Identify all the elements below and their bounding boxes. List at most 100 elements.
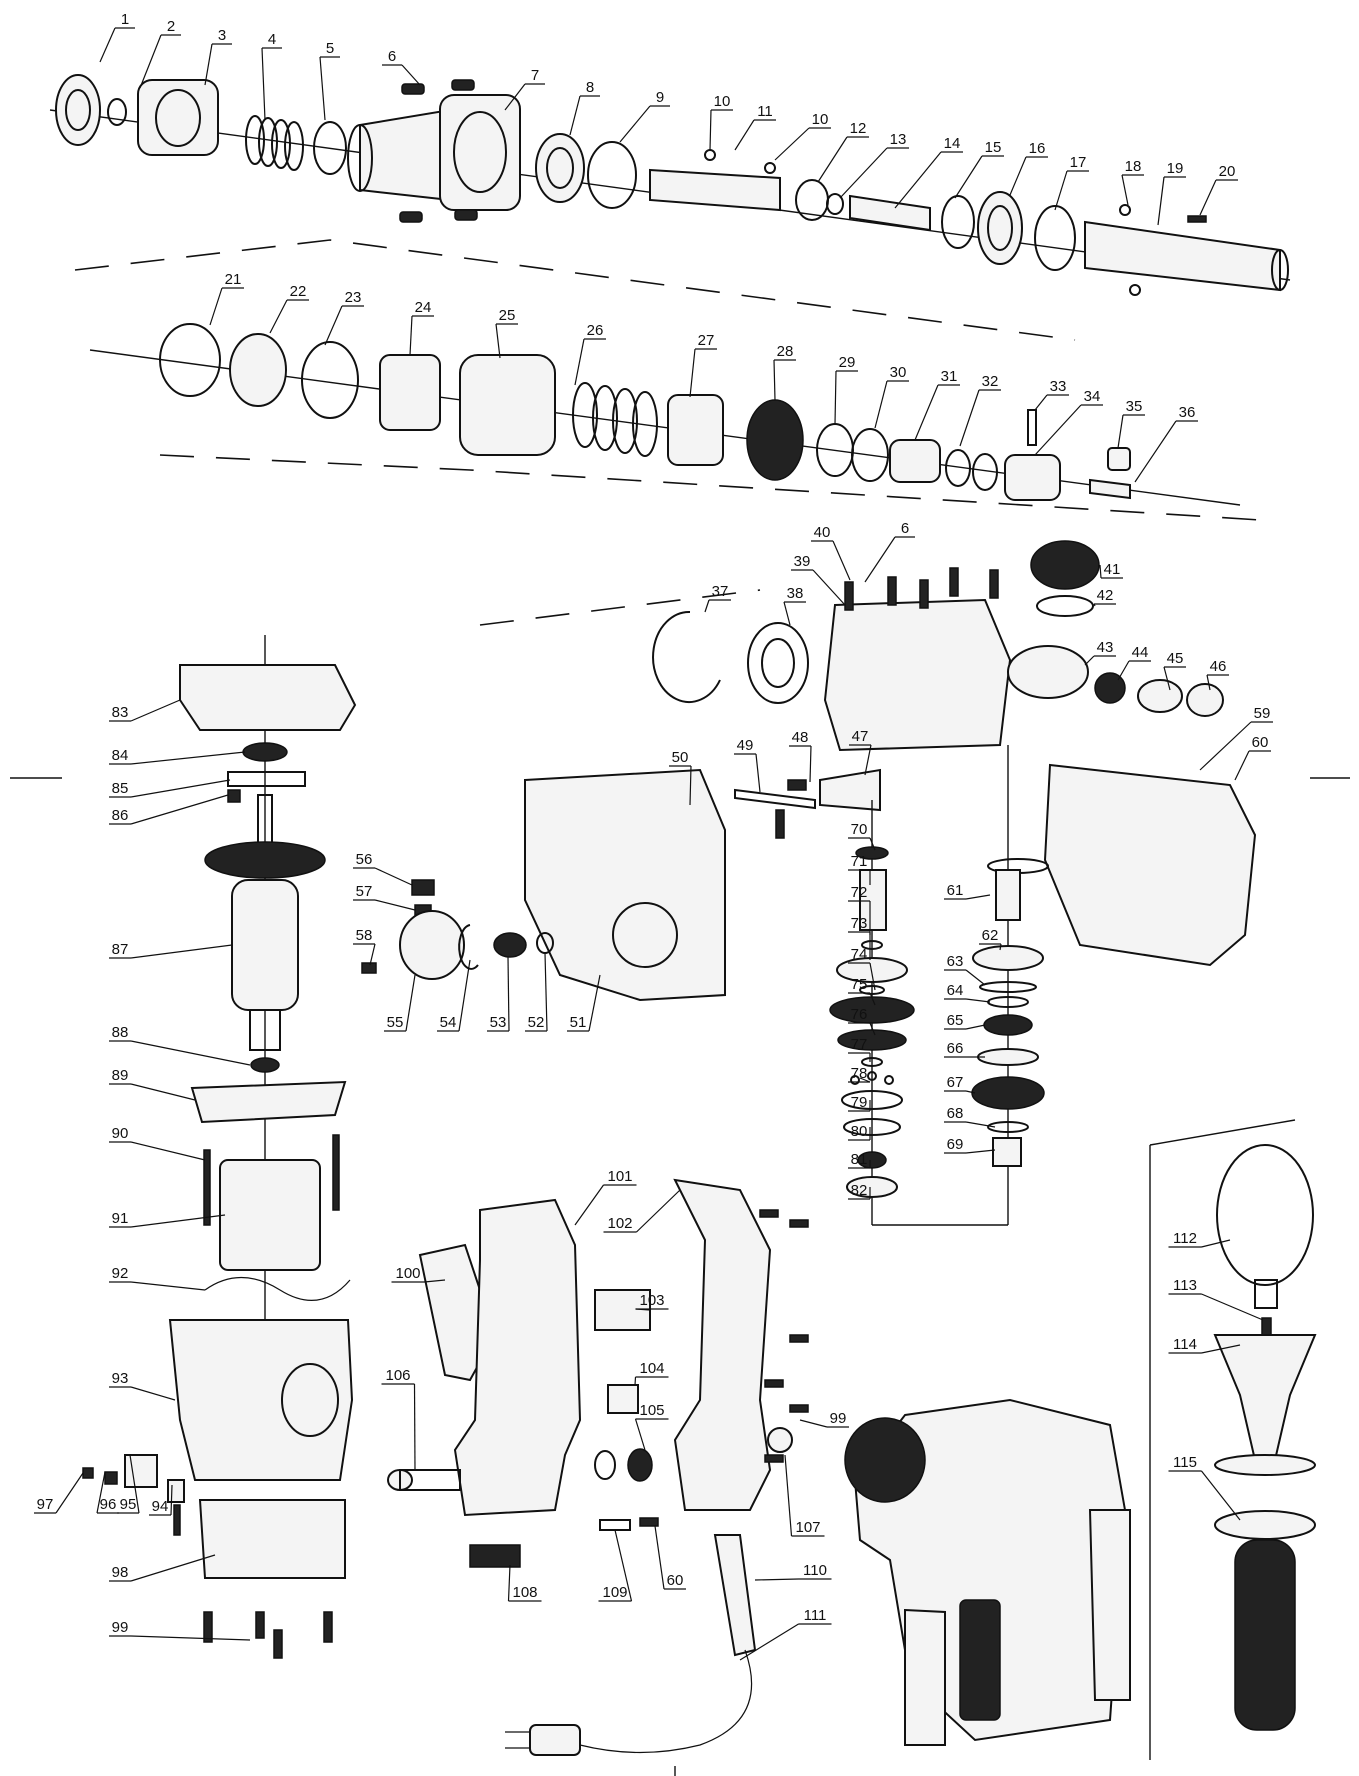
part-label-26: 26 — [587, 322, 604, 339]
part-label-13: 13 — [890, 131, 907, 148]
part-90-screw-b — [332, 1134, 340, 1211]
part-115-grip-top — [1214, 1510, 1316, 1540]
part-99-screws-bottom — [203, 1611, 333, 1659]
leader-line-112 — [1201, 1239, 1231, 1248]
leader-line-27 — [689, 348, 696, 398]
part-label-96: 96 — [100, 1496, 117, 1513]
leader-line-8 — [569, 95, 581, 136]
part-84-bearing — [242, 742, 288, 762]
part-label-106: 106 — [385, 1367, 410, 1384]
part-99-screws-handle — [759, 1209, 809, 1463]
part-label-115: 115 — [1173, 1454, 1197, 1471]
gearbox-group — [652, 540, 1257, 967]
leader-line-110 — [754, 1578, 799, 1581]
leader-line-98 — [130, 1554, 216, 1582]
leader-line-91 — [130, 1214, 226, 1228]
part-41-cap — [1030, 540, 1100, 590]
leader-line-64 — [965, 998, 991, 1003]
part-label-113: 113 — [1173, 1277, 1197, 1294]
leader-line-76 — [869, 1022, 876, 1036]
part-88-bearing — [250, 1057, 280, 1073]
part-label-83: 83 — [112, 704, 129, 721]
part-38-bearing — [747, 622, 809, 704]
part-55-knob — [399, 910, 465, 980]
part-4-spring — [245, 115, 304, 171]
leader-line-109 — [614, 1529, 633, 1602]
part-label-42: 42 — [1097, 587, 1114, 604]
part-70-bearing — [855, 846, 889, 860]
part-2-ring — [107, 98, 127, 126]
leader-line-62 — [999, 943, 1002, 951]
leader-line-30 — [874, 380, 888, 429]
part-7-flange — [439, 94, 521, 211]
leader-line-52 — [544, 952, 548, 1032]
part-23-ring — [301, 341, 359, 419]
part-82-bearing — [846, 1176, 898, 1198]
leader-line-85 — [130, 779, 231, 798]
part-label-19: 19 — [1167, 160, 1184, 177]
part-label-33: 33 — [1050, 378, 1067, 395]
part-26-spring — [572, 382, 658, 457]
part-label-62: 62 — [982, 927, 999, 944]
part-96-nut — [104, 1471, 118, 1485]
leader-line-6 — [401, 64, 421, 86]
part-label-79: 79 — [851, 1094, 868, 1111]
part-77-ring — [861, 1057, 883, 1067]
part-36-rod — [1089, 478, 1131, 500]
leader-line-106 — [413, 1383, 416, 1471]
part-label-17: 17 — [1070, 154, 1087, 171]
part-label-75: 75 — [851, 976, 868, 993]
leader-line-24 — [409, 315, 413, 356]
leader-line-10 — [709, 109, 712, 151]
assembled-side-handle — [904, 1608, 946, 1746]
leader-line-50 — [689, 765, 692, 806]
part-87-fan — [204, 841, 326, 879]
part-label-53: 53 — [490, 1014, 507, 1031]
leader-line-60 — [1234, 750, 1250, 781]
part-label-87: 87 — [112, 941, 129, 958]
leader-line-53 — [507, 956, 510, 1032]
leader-line-36 — [1134, 420, 1177, 483]
part-label-108: 108 — [512, 1584, 537, 1601]
assembled-tool — [844, 1398, 1131, 1746]
part-98-cover — [198, 1499, 346, 1579]
part-94-brush — [167, 1479, 185, 1503]
part-105-nut — [627, 1448, 653, 1482]
leader-line-74 — [869, 962, 876, 991]
part-53-plunger — [493, 932, 527, 958]
part-label-68: 68 — [947, 1105, 964, 1122]
leader-line-89 — [130, 1083, 196, 1101]
part-label-104: 104 — [639, 1360, 664, 1377]
part-56-button — [411, 879, 435, 896]
part-107-nut — [767, 1427, 793, 1453]
part-22-ring — [229, 333, 287, 407]
side-handle-group — [1213, 1144, 1317, 1731]
part-label-92: 92 — [112, 1265, 129, 1282]
part-label-23: 23 — [345, 289, 362, 306]
assembled-rear-handle — [1088, 1509, 1131, 1701]
part-63-ring — [979, 981, 1037, 993]
leader-line-95 — [129, 1454, 140, 1514]
part-label-90: 90 — [112, 1125, 129, 1142]
part-45-sleeve — [1137, 679, 1183, 713]
part-label-69: 69 — [947, 1136, 964, 1153]
leader-line-114 — [1201, 1344, 1241, 1354]
leader-line-83 — [130, 699, 181, 722]
leader-line-34 — [1034, 404, 1082, 456]
leader-line-70 — [869, 837, 876, 851]
leader-line-16 — [1009, 156, 1027, 196]
part-101-handle — [453, 1198, 582, 1517]
gear-stack-left — [829, 800, 915, 1225]
part-label-74: 74 — [851, 946, 868, 963]
part-label-44: 44 — [1132, 644, 1149, 661]
leader-line-105 — [634, 1418, 646, 1451]
leader-line-102 — [636, 1189, 681, 1233]
part-54-clip — [458, 924, 479, 970]
part-112-band — [1216, 1144, 1314, 1286]
leader-line-54 — [458, 959, 471, 1032]
part-65-clutch — [983, 1014, 1033, 1036]
leader-line-115 — [1201, 1470, 1241, 1521]
leader-line-59 — [1199, 721, 1252, 771]
leader-line-17 — [1054, 170, 1068, 211]
